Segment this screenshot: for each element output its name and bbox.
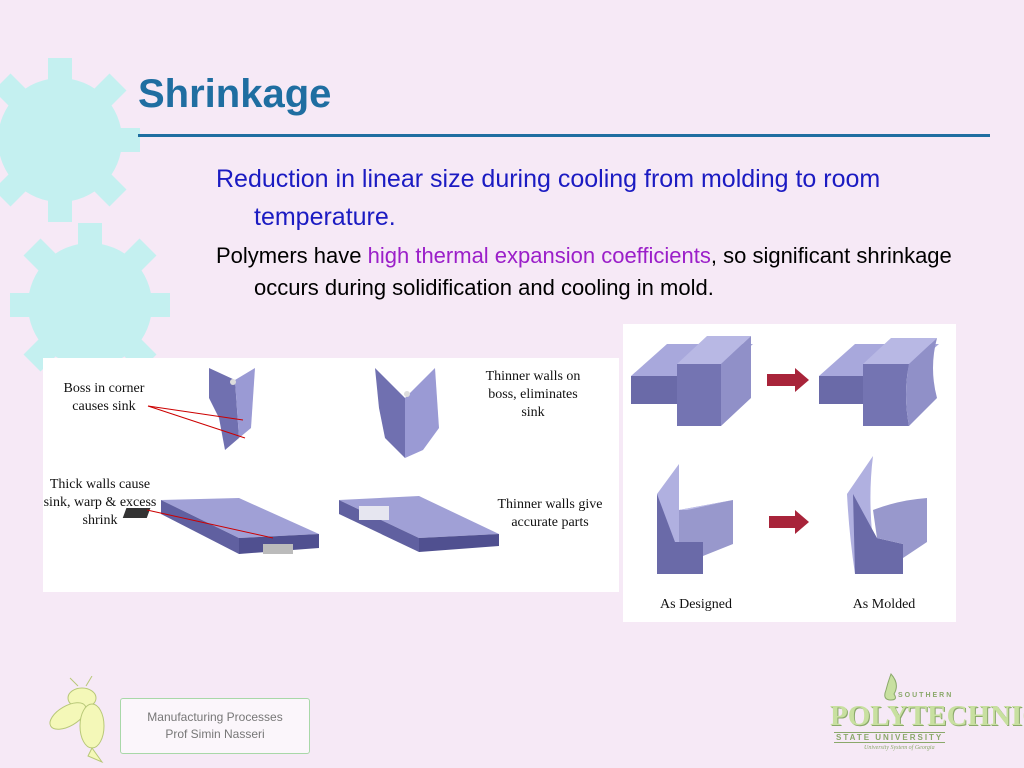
hornet-mascot-icon (49, 676, 105, 764)
logo-tagline: University System of Georgia (864, 745, 935, 751)
slide-title: Shrinkage (138, 72, 332, 116)
arrow-right-icon (767, 368, 809, 392)
label-thick-walls: Thick walls cause sink, warp & excess sh… (43, 477, 157, 528)
footer-professor: Prof Simin Nasseri (165, 727, 265, 741)
title-divider (138, 134, 990, 137)
block-designed (631, 336, 753, 426)
bullet-definition: Reduction in linear size during cooling … (216, 165, 881, 231)
university-logo: SOUTHERN POLYTECHNIC STATE UNIVERSITY Un… (826, 672, 1024, 756)
thin-plate-part (339, 496, 499, 552)
footer-course: Manufacturing Processes (147, 710, 283, 724)
gear-icon (0, 58, 170, 387)
label-as-designed: As Designed (660, 597, 732, 612)
bullet-text-after: , so significant shrinkage occurs during… (254, 243, 952, 300)
label-thinner-boss: Thinner walls on boss, eliminates sink (485, 369, 581, 420)
figure-designed-vs-molded: As Designed As Molded (623, 324, 956, 622)
figure-wall-thickness: Boss in corner causes sink Thinner walls… (43, 358, 619, 592)
l-part-designed (657, 464, 733, 574)
thick-plate-part (122, 498, 319, 554)
logo-state: STATE UNIVERSITY (834, 732, 946, 743)
label-thinner-accurate: Thinner walls give accurate parts (497, 497, 603, 530)
arrow-right-icon (769, 510, 809, 534)
flame-icon (884, 673, 897, 701)
logo-southern: SOUTHERN (898, 692, 954, 699)
logo-name: POLYTECHNIC (830, 700, 1024, 732)
bullet-thermal-expansion: Polymers have high thermal expansion coe… (216, 240, 984, 304)
label-as-molded: As Molded (852, 597, 916, 612)
l-part-molded (847, 456, 927, 574)
bullet-highlight: high thermal expansion coefficients (367, 243, 711, 268)
block-molded (819, 338, 939, 426)
boss-corner-part (209, 368, 255, 450)
label-boss-corner: Boss in corner causes sink (63, 381, 145, 414)
thin-boss-part (375, 368, 439, 458)
bullet-text-before: Polymers have (216, 243, 368, 268)
footer-course-box: Manufacturing Processes Prof Simin Nasse… (120, 698, 310, 754)
